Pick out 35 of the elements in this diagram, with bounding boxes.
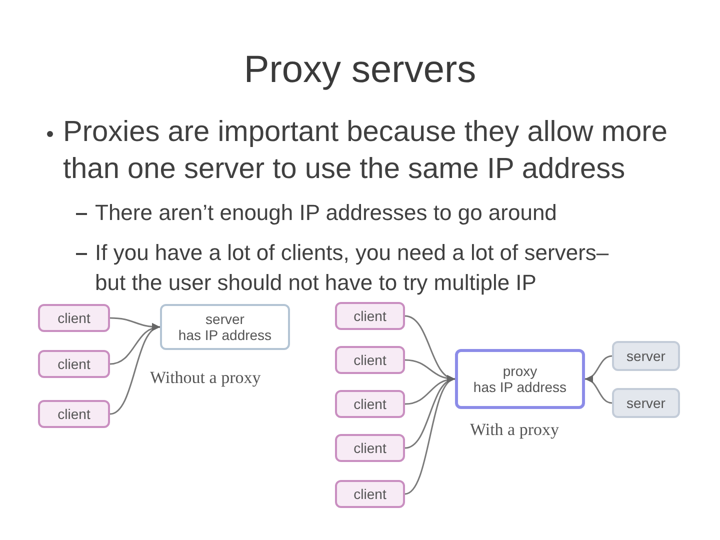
node-label: client xyxy=(354,352,386,368)
node-label: client xyxy=(354,308,386,324)
client-box xyxy=(38,350,110,378)
node-label: client xyxy=(58,406,90,422)
server-box xyxy=(160,304,290,350)
client-box xyxy=(335,302,405,330)
node-label: client xyxy=(58,310,90,326)
client-box xyxy=(38,304,110,332)
node-label: server xyxy=(626,348,666,364)
node-label: proxy xyxy=(502,363,538,379)
node-label: client xyxy=(354,440,386,456)
slide-title: Proxy servers xyxy=(242,48,478,92)
server-box xyxy=(612,341,680,371)
node-label: has IP address xyxy=(473,379,567,395)
bullet-text: Proxies are important because they allow more than one server to use the same IP address xyxy=(63,115,668,187)
sub-bullet-text: There aren’t enough IP addresses to go around xyxy=(95,199,558,227)
proxy-box xyxy=(455,349,585,409)
client-box xyxy=(335,390,405,418)
node-label: server xyxy=(626,395,666,411)
diagram-caption: Without a proxy xyxy=(150,367,262,389)
client-box xyxy=(335,434,405,462)
arrow xyxy=(584,376,612,404)
node-label: client xyxy=(354,396,386,412)
node-label: client xyxy=(58,356,90,372)
server-box xyxy=(612,388,680,418)
sub-bullet-text: If you have a lot of clients, you need a lot of servers– but the user should not have to try multiple IP xyxy=(95,239,610,297)
client-box xyxy=(335,346,405,374)
client-box xyxy=(335,480,405,508)
arrow xyxy=(404,378,456,495)
node-label: server xyxy=(206,311,244,327)
node-label: client xyxy=(354,486,386,502)
node-label: has IP address xyxy=(178,327,272,343)
client-box xyxy=(38,400,110,428)
arrow xyxy=(110,325,160,415)
diagram-caption: With a proxy xyxy=(470,419,560,441)
